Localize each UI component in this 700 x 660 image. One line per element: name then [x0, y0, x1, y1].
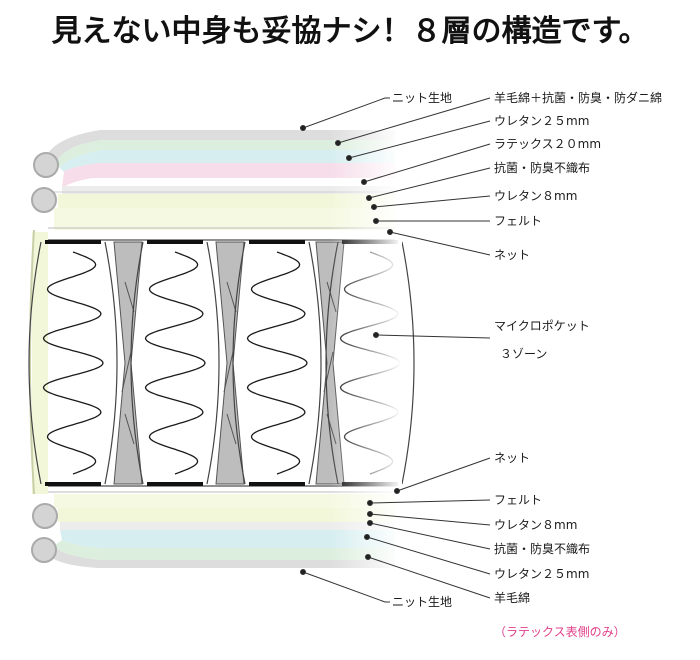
- top-wool-layer: [56, 140, 395, 168]
- top-layers: [31, 130, 395, 230]
- label-bottom-knit: ニット生地: [392, 595, 452, 609]
- label-bottom-urethane25: ウレタン２５mm: [494, 567, 589, 581]
- pocket-divider-2: [215, 241, 245, 485]
- label-pocket-line1: マイクロポケット: [494, 319, 590, 333]
- label-pocket-line2: ３ゾーン: [500, 347, 547, 361]
- label-bottom-wool: 羊毛綿: [494, 590, 530, 605]
- page-title: 見えない中身も妥協ナシ！８層の構造です。: [51, 14, 649, 49]
- pocket-outline-2: [130, 241, 220, 485]
- pocket-divider-fold-1: [121, 281, 135, 445]
- spring-2: [144, 251, 206, 475]
- labels: ニット生地 羊毛綿＋抗菌・防臭・防ダニ綿 ウレタン２５mm ラテックス２０mm …: [392, 90, 662, 639]
- top-edge-roll-2: [31, 187, 57, 213]
- right-fade: [330, 120, 402, 580]
- label-top-net: ネット: [494, 248, 530, 262]
- pocket-divider-1: [113, 241, 143, 485]
- label-top-knit: ニット生地: [392, 91, 452, 105]
- label-bottom-felt: フェルト: [494, 493, 542, 507]
- label-top-felt: フェルト: [494, 214, 542, 228]
- top-cover-layer: [44, 130, 395, 164]
- bottom-urethane25-layer: [60, 530, 395, 548]
- label-bottom-urethane8: ウレタン８mm: [494, 518, 577, 532]
- label-bottom-nonwoven: 抗菌・防臭不織布: [494, 541, 590, 556]
- bottom-cover-layer: [42, 546, 395, 568]
- label-top-latex20: ラテックス２０mm: [494, 137, 601, 151]
- label-top-nonwoven: 抗菌・防臭不織布: [494, 160, 590, 175]
- pocket-divider-fold-2: [223, 281, 237, 445]
- bottom-wool-layer: [54, 540, 395, 560]
- top-latex-layer: [62, 163, 395, 188]
- top-felt-layer: [54, 208, 395, 230]
- bottom-edge-roll-2: [31, 537, 57, 563]
- bottom-nonwoven-layer: [60, 522, 395, 530]
- latex-note: （ラテックス表側のみ）: [494, 625, 626, 639]
- spring-1: [42, 251, 104, 475]
- label-top-urethane8: ウレタン８mm: [494, 189, 577, 203]
- bottom-urethane8-layer: [58, 508, 395, 522]
- bottom-felt-layer: [54, 494, 395, 508]
- pocket-outline-3: [232, 241, 322, 485]
- top-nonwoven-layer: [62, 186, 395, 194]
- top-urethane25-layer: [60, 150, 395, 172]
- label-bottom-net: ネット: [494, 451, 530, 465]
- top-edge-roll-1: [33, 152, 59, 178]
- top-urethane8-layer: [58, 194, 395, 208]
- bottom-edge-roll-1: [32, 503, 58, 529]
- label-top-urethane25: ウレタン２５mm: [494, 114, 589, 128]
- label-top-wool: 羊毛綿＋抗菌・防臭・防ダニ綿: [494, 90, 662, 105]
- spring-3: [246, 251, 308, 475]
- pocket-dividers: [113, 241, 345, 485]
- leader-lines: [300, 97, 491, 603]
- pocket-outline-1: [28, 241, 118, 485]
